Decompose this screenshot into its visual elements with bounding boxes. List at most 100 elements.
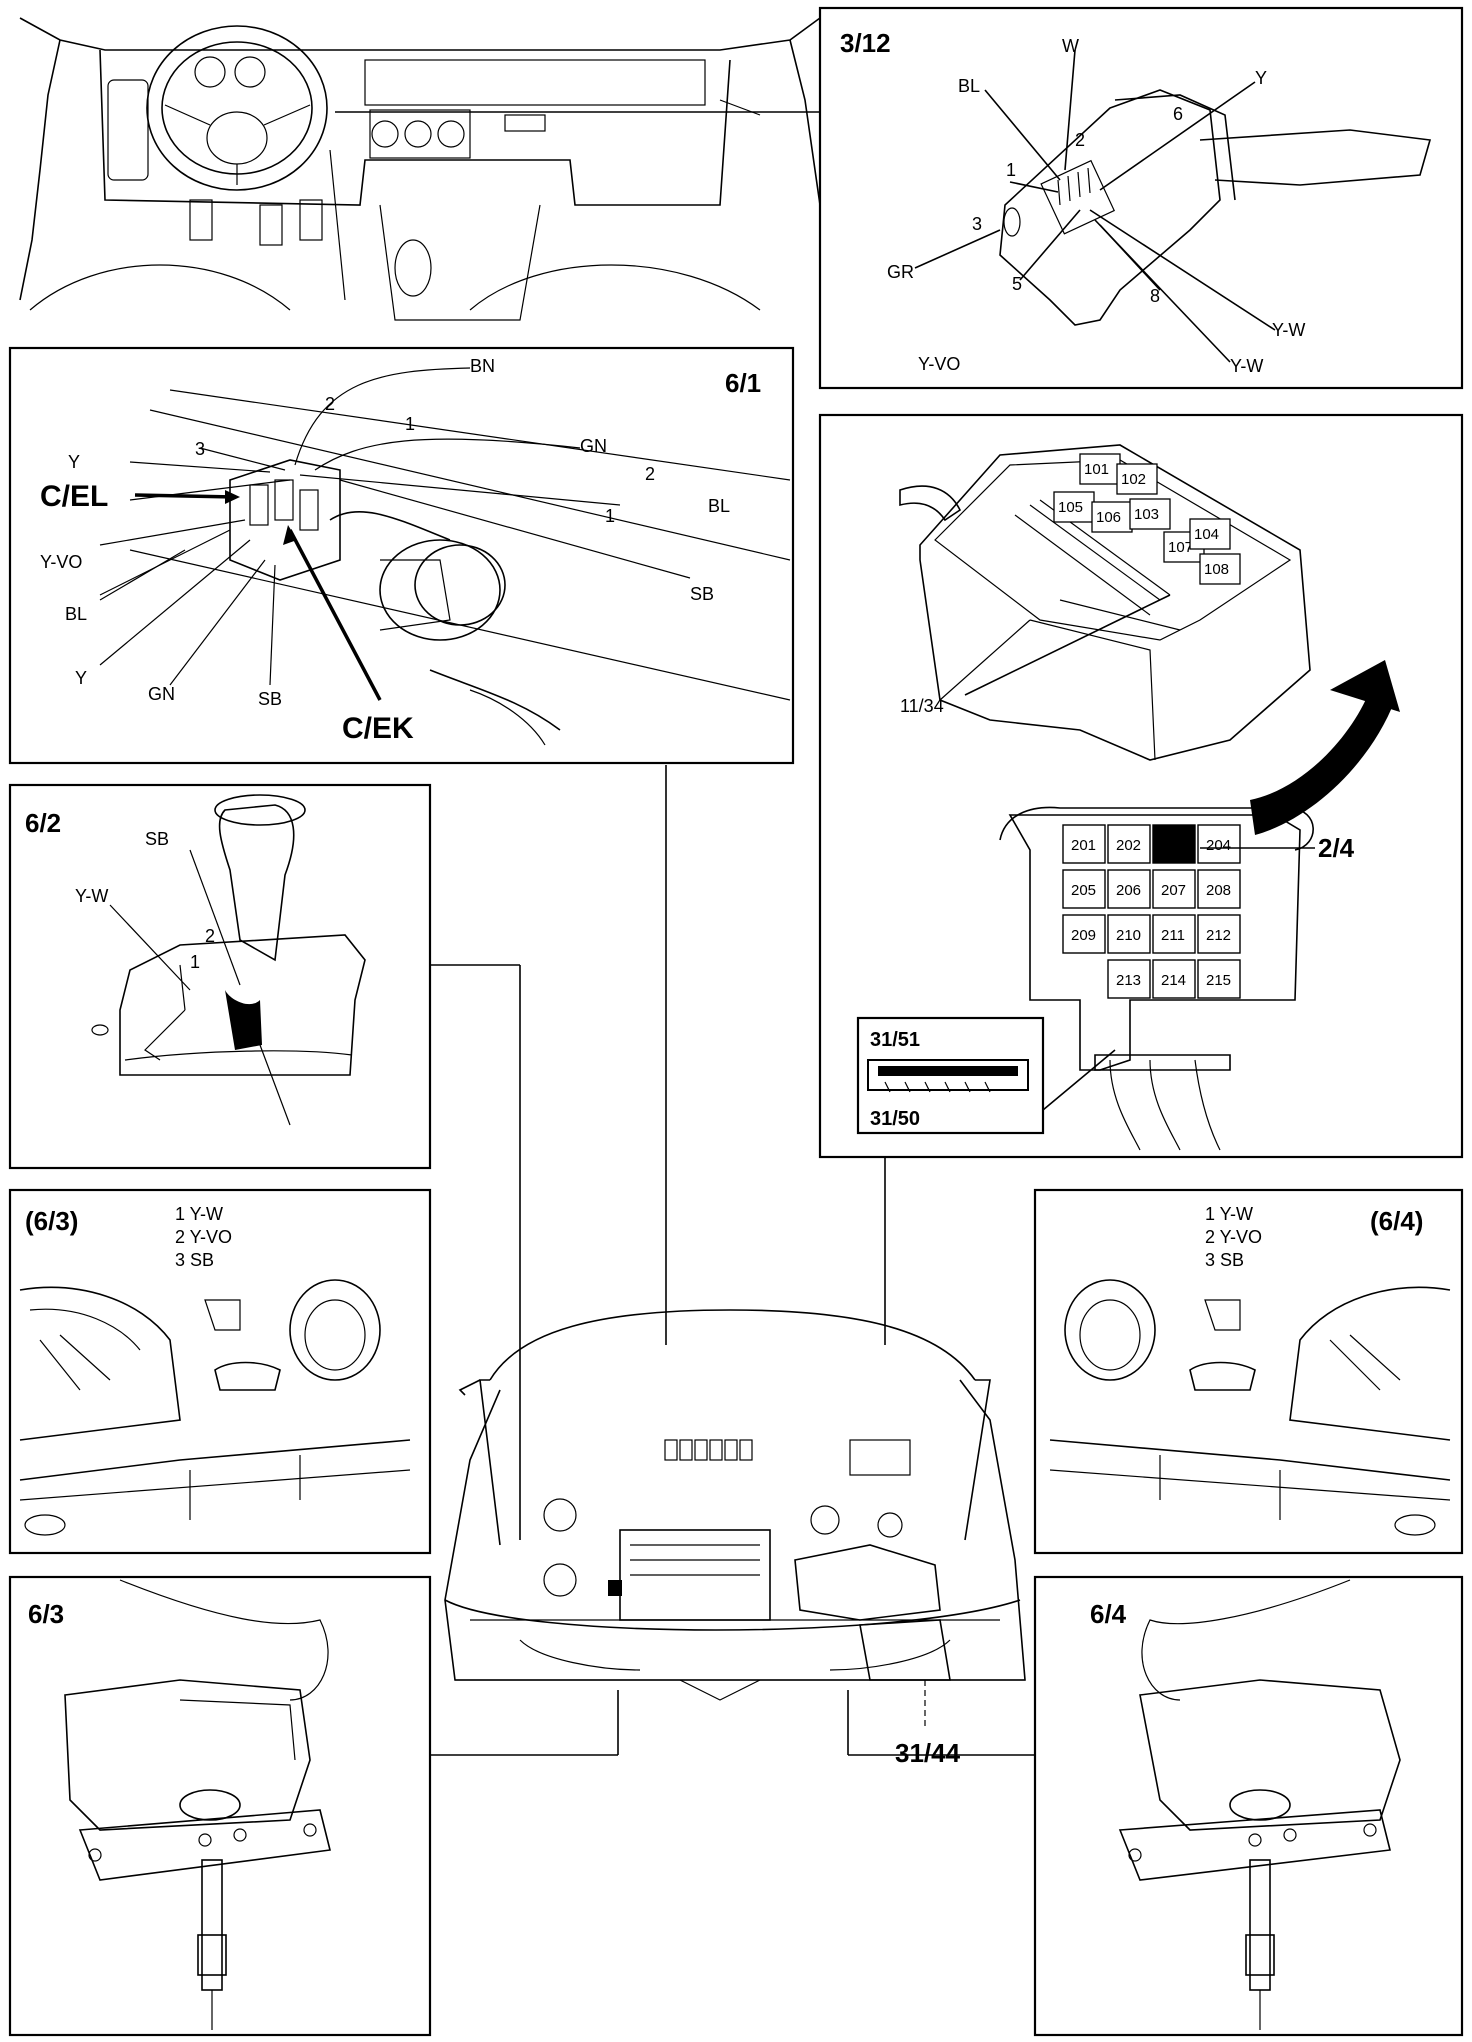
svg-text:GR: GR bbox=[887, 262, 914, 282]
fuse-214: 214 bbox=[1152, 959, 1196, 999]
svg-text:W: W bbox=[1062, 36, 1079, 56]
fuse-number: 213 bbox=[1116, 972, 1141, 989]
fuse-209: 209 bbox=[1062, 914, 1106, 954]
wire-legend-line: 2 Y-VO bbox=[175, 1227, 232, 1247]
svg-text:GN: GN bbox=[580, 436, 607, 456]
relay-block: 104 bbox=[1189, 518, 1231, 550]
fuse-211: 211 bbox=[1152, 914, 1196, 954]
relay-number: 107 bbox=[1168, 539, 1193, 556]
fuse-number: 201 bbox=[1071, 837, 1096, 854]
svg-text:31/50: 31/50 bbox=[870, 1108, 920, 1130]
fuse-number: 212 bbox=[1206, 927, 1231, 944]
panel-id: 3/12 bbox=[840, 28, 891, 58]
relay-number: 102 bbox=[1121, 471, 1146, 488]
svg-text:6/4: 6/4 bbox=[1090, 1599, 1127, 1629]
svg-text:6/2: 6/2 bbox=[25, 808, 61, 838]
wire-legend-line: 3 SB bbox=[1205, 1250, 1244, 1270]
svg-text:BL: BL bbox=[708, 496, 730, 516]
svg-text:Y-VO: Y-VO bbox=[40, 552, 82, 572]
svg-text:Y-W: Y-W bbox=[75, 886, 108, 906]
connector-lines bbox=[335, 111, 1035, 1756]
svg-text:SB: SB bbox=[145, 829, 169, 849]
fuse-number: 211 bbox=[1161, 927, 1185, 944]
svg-text:11/34: 11/34 bbox=[900, 696, 944, 716]
svg-text:Y: Y bbox=[1255, 68, 1267, 88]
relay-number: 103 bbox=[1134, 506, 1159, 523]
fuse-number: 202 bbox=[1116, 837, 1141, 854]
svg-text:Y-VO: Y-VO bbox=[918, 354, 960, 374]
fuse-box-in-bay bbox=[664, 1439, 753, 1461]
svg-text:8: 8 bbox=[1150, 286, 1160, 306]
fuse-number: 206 bbox=[1116, 882, 1141, 899]
fuse-number: 208 bbox=[1206, 882, 1231, 899]
relay-block: 105 bbox=[1053, 491, 1095, 523]
svg-text:BL: BL bbox=[958, 76, 980, 96]
relay-number: 104 bbox=[1194, 526, 1219, 543]
svg-text:Y-W: Y-W bbox=[1272, 320, 1305, 340]
svg-text:BL: BL bbox=[65, 604, 87, 624]
svg-text:(6/4): (6/4) bbox=[1370, 1206, 1423, 1236]
svg-text:Y: Y bbox=[75, 668, 87, 688]
fuse-number: 215 bbox=[1206, 972, 1231, 989]
svg-text:1: 1 bbox=[405, 414, 415, 434]
panel-6-4-context: (6/4) 1 Y-W 2 Y-VO 3 SB bbox=[1033, 1188, 1464, 1555]
fuse-number: 205 bbox=[1071, 882, 1096, 899]
relay-block: 101 bbox=[1079, 453, 1121, 485]
svg-text:GN: GN bbox=[148, 684, 175, 704]
panel-6-3-context: (6/3) 1 Y-W 2 Y-VO 3 SB bbox=[8, 1188, 432, 1555]
svg-text:5: 5 bbox=[1012, 274, 1022, 294]
svg-text:2: 2 bbox=[645, 464, 655, 484]
relay-block: 108 bbox=[1199, 553, 1241, 585]
svg-text:C/EK: C/EK bbox=[342, 712, 414, 745]
relay-block: 102 bbox=[1116, 463, 1158, 495]
fuse-213: 213 bbox=[1107, 959, 1151, 999]
fuse-number: 203 bbox=[1161, 837, 1186, 854]
svg-text:3: 3 bbox=[972, 214, 982, 234]
fuse-number: 207 bbox=[1161, 882, 1186, 899]
svg-text:1: 1 bbox=[190, 952, 200, 972]
svg-text:Y: Y bbox=[68, 452, 80, 472]
svg-text:6/1: 6/1 bbox=[725, 368, 761, 398]
fuse-number: 209 bbox=[1071, 927, 1096, 944]
fuse-212: 212 bbox=[1197, 914, 1241, 954]
svg-text:1: 1 bbox=[1006, 160, 1016, 180]
fuse-number: 214 bbox=[1161, 972, 1186, 989]
svg-text:31/51: 31/51 bbox=[870, 1029, 920, 1051]
relay-number: 108 bbox=[1204, 561, 1229, 578]
relay-block: 106 bbox=[1091, 501, 1133, 533]
engine-bay-illustration: 31/44 bbox=[444, 1309, 1026, 1768]
fuse-203: 203 bbox=[1152, 824, 1196, 864]
dashboard-illustration bbox=[19, 17, 826, 321]
relay-block: 103 bbox=[1129, 498, 1171, 530]
svg-text:2: 2 bbox=[325, 394, 335, 414]
svg-text:2/4: 2/4 bbox=[1318, 833, 1355, 863]
fuse-204: 204 bbox=[1197, 824, 1241, 864]
svg-text:SB: SB bbox=[690, 584, 714, 604]
fuse-205: 205 bbox=[1062, 869, 1106, 909]
fuse-207: 207 bbox=[1152, 869, 1196, 909]
svg-text:1: 1 bbox=[605, 506, 615, 526]
relay-number: 106 bbox=[1096, 509, 1121, 526]
svg-text:2: 2 bbox=[205, 926, 215, 946]
relay-number: 101 bbox=[1084, 461, 1109, 478]
fuse-215: 215 bbox=[1197, 959, 1241, 999]
wire-legend-line: 2 Y-VO bbox=[1205, 1227, 1262, 1247]
panel-6-2: 6/2 SB Y-W 2 1 bbox=[8, 783, 432, 1170]
fuse-201: 201 bbox=[1062, 824, 1106, 864]
panel-6-4: 6/4 bbox=[1033, 1575, 1464, 2037]
svg-text:2: 2 bbox=[1075, 130, 1085, 150]
wire-legend-line: 1 Y-W bbox=[175, 1204, 223, 1224]
fuse-number: 210 bbox=[1116, 927, 1141, 944]
wire-legend-line: 1 Y-W bbox=[1205, 1204, 1253, 1224]
svg-text:Y-W: Y-W bbox=[1230, 356, 1263, 376]
svg-text:3: 3 bbox=[195, 439, 205, 459]
fuse-202: 202 bbox=[1107, 824, 1151, 864]
fuse-210: 210 bbox=[1107, 914, 1151, 954]
panel-6-1: 6/1 BN 2 1 GN 2 BL 1 bbox=[8, 346, 795, 765]
fuse-208: 208 bbox=[1197, 869, 1241, 909]
fuse-number: 204 bbox=[1206, 837, 1231, 854]
fuse-blocks: 201 202 203 204 205 206 207 208 209 210 211 212 213 2… bbox=[1062, 824, 1241, 999]
